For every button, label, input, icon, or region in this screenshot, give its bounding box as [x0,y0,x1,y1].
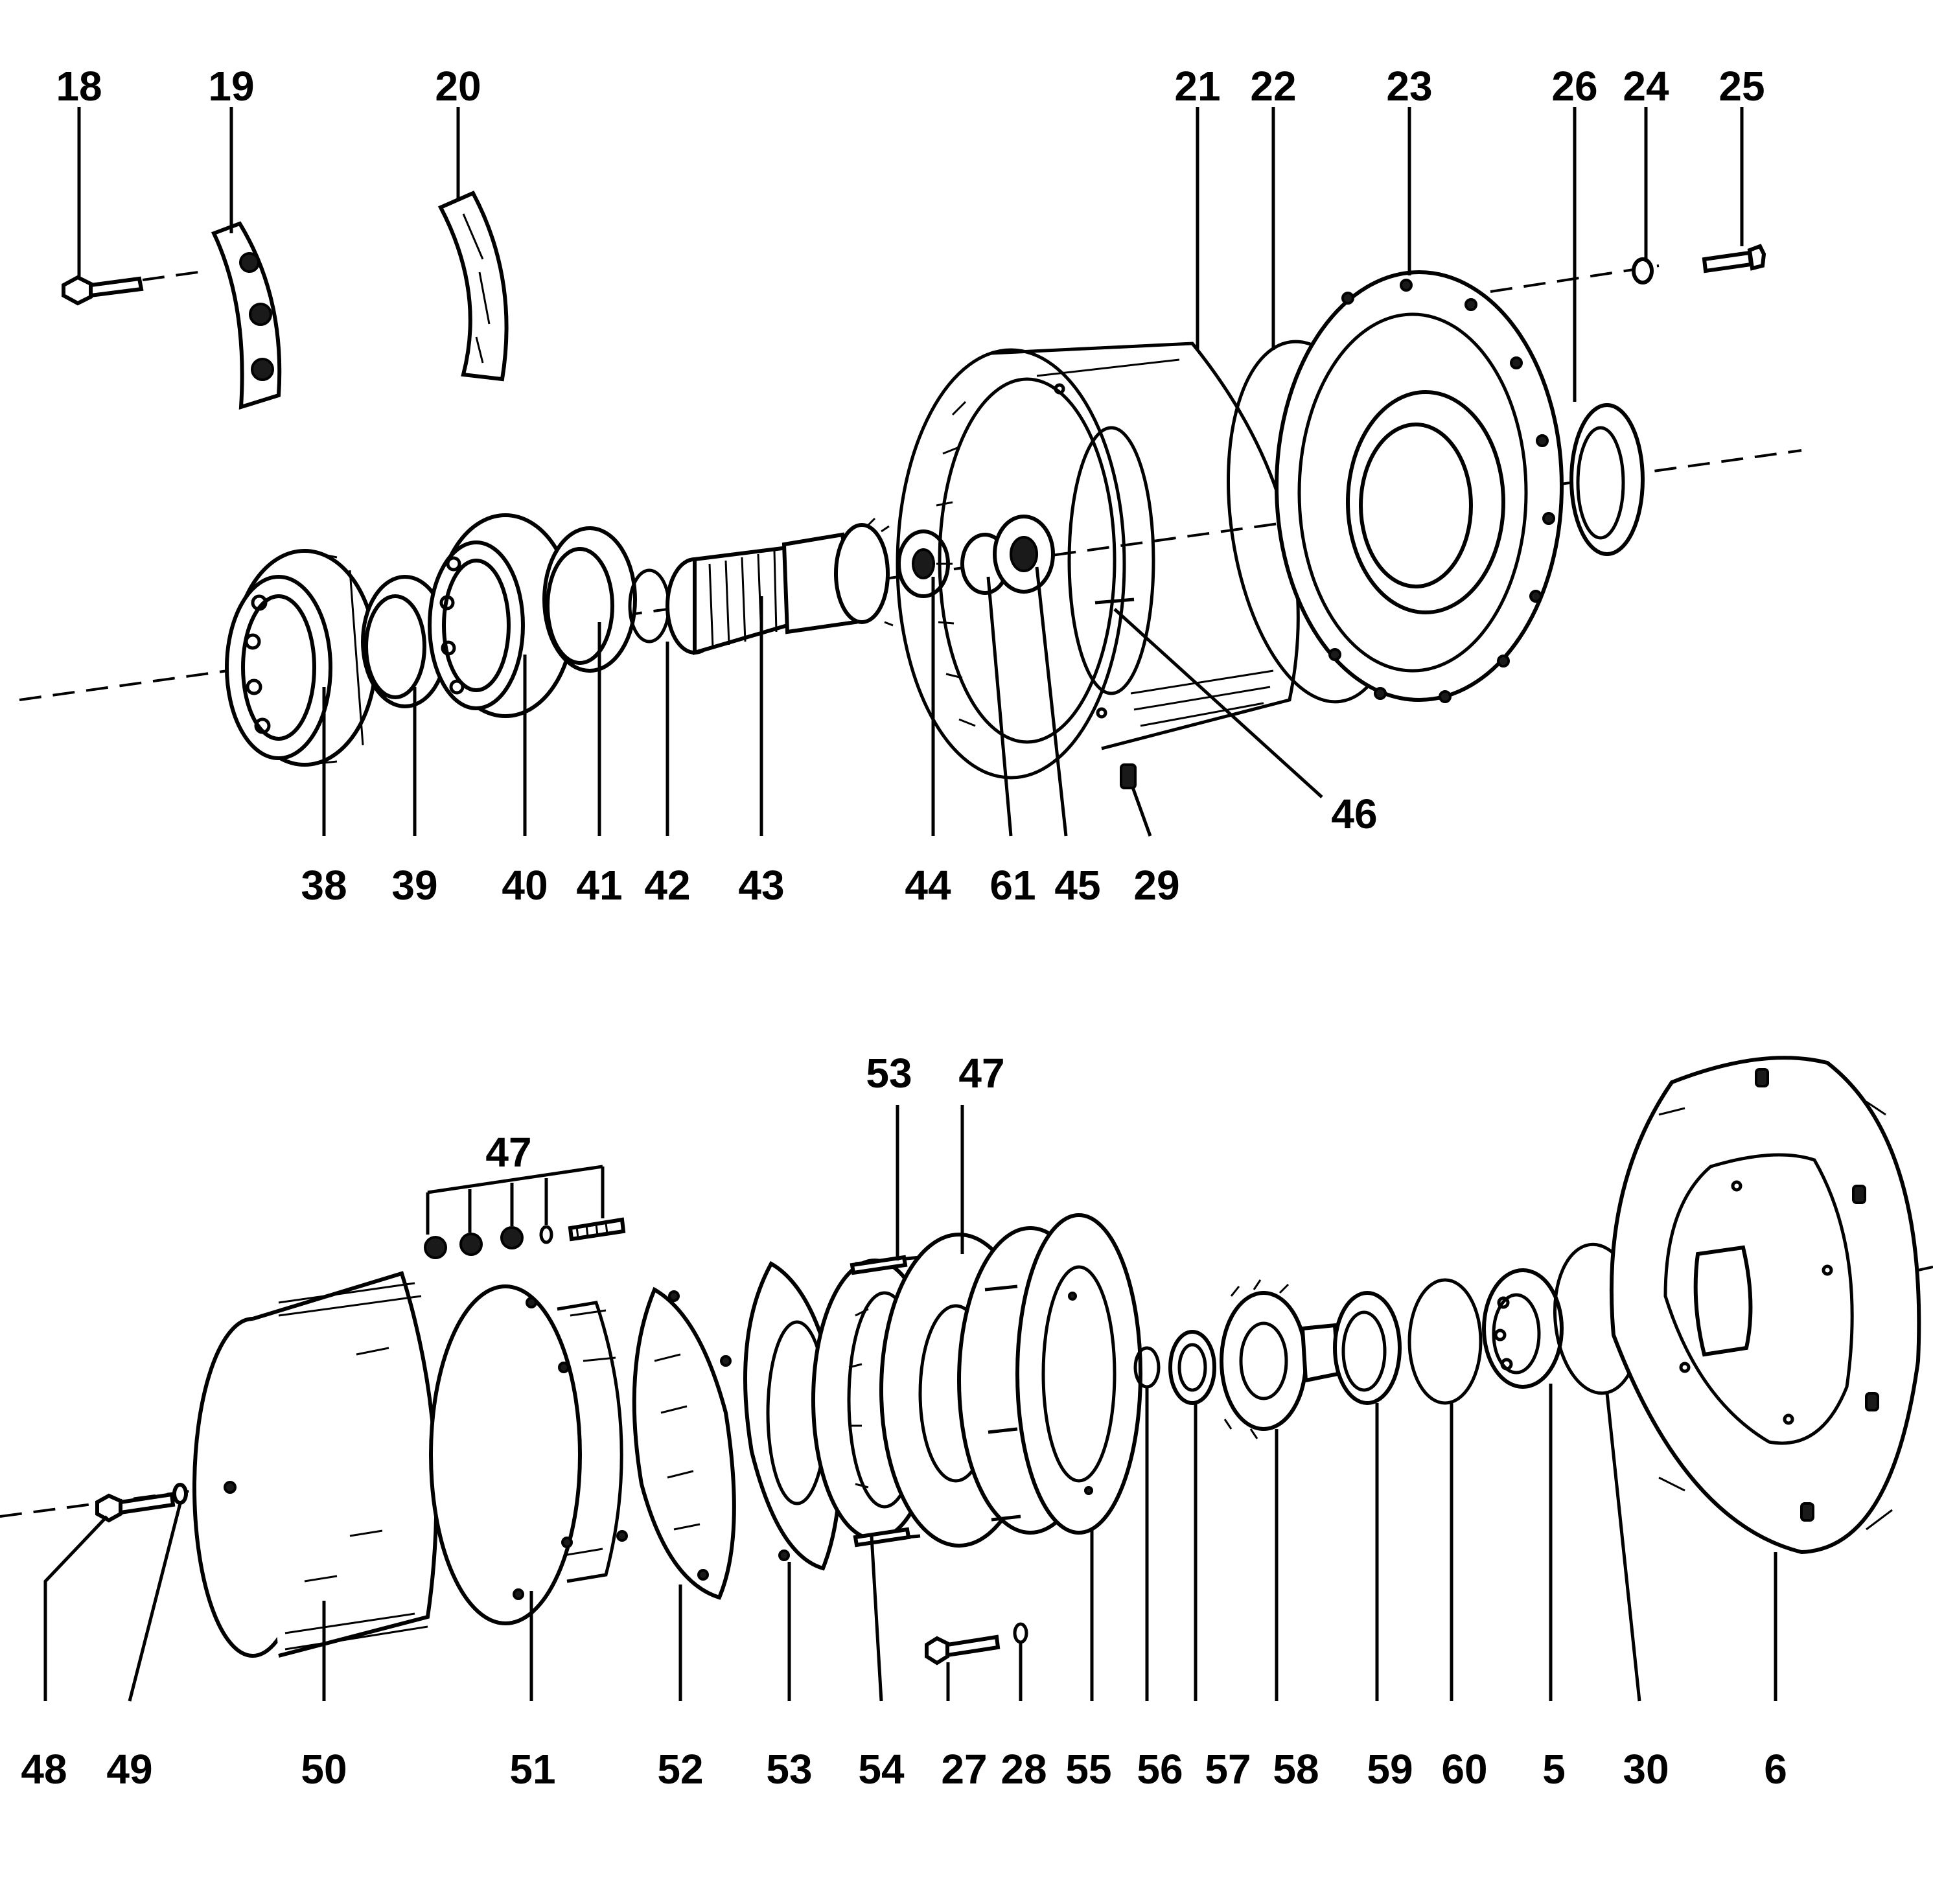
part-53-studs [850,1255,911,1548]
part-51-flange [429,1284,623,1625]
label-30: 30 [1623,1746,1669,1793]
part-28-washer [1013,1622,1028,1644]
label-40: 40 [502,862,548,909]
label-42: 42 [644,862,690,909]
label-24: 24 [1623,63,1669,110]
part-45-gear [993,515,1055,594]
part-6-hub-disc [1609,1056,1921,1555]
label-28: 28 [1001,1746,1047,1793]
label-19: 19 [208,63,254,110]
label-46: 46 [1331,791,1377,837]
label-38: 38 [301,862,347,909]
label-5: 5 [1542,1746,1566,1793]
part-59-ring [1333,1291,1402,1405]
label-52: 52 [657,1746,703,1793]
part-41-ring [542,526,637,673]
part-49-washer [172,1483,188,1505]
label-55: 55 [1065,1746,1111,1793]
part-52-plate [616,1286,736,1600]
label-57: 57 [1205,1746,1251,1793]
upper-assembly [19,191,1802,789]
label-56: 56 [1137,1746,1183,1793]
part-labels: 18 19 20 21 22 23 26 24 25 38 39 40 41 4… [21,63,1787,1793]
part-50-drum [192,1271,439,1658]
part-25-bolt [1702,244,1766,273]
label-6: 6 [1764,1746,1787,1793]
label-29: 29 [1133,862,1179,909]
part-20-lining [437,191,509,382]
label-47-group: 47 [485,1129,531,1176]
label-27: 27 [941,1746,987,1793]
label-22: 22 [1250,63,1296,110]
part-48-bolt [95,1492,176,1523]
label-60: 60 [1441,1746,1487,1793]
part-24-washer [1632,257,1654,284]
label-48: 48 [21,1746,67,1793]
label-50: 50 [301,1746,347,1793]
part-39-ring [361,575,449,708]
label-53-top: 53 [866,1050,912,1097]
label-43: 43 [738,862,784,909]
label-47-top: 47 [958,1050,1004,1097]
label-58: 58 [1273,1746,1319,1793]
part-60-snap-ring [1407,1278,1483,1405]
part-27-bolt [925,1634,1001,1666]
part-58-gear [1220,1279,1341,1439]
label-20: 20 [435,63,481,110]
part-29-plug [1120,763,1137,789]
label-49: 49 [106,1746,152,1793]
label-41: 41 [576,862,622,909]
label-53-bottom: 53 [766,1746,812,1793]
label-25: 25 [1719,63,1765,110]
part-55-disc [1015,1213,1142,1535]
leader-lines [43,107,1777,1702]
label-18: 18 [56,63,102,110]
part-43-shaft [666,517,894,656]
part-19-segment [211,221,282,410]
part-38-bearing [225,549,378,767]
part-5-bearing [1482,1268,1564,1389]
part-47-hardware-set [424,1217,626,1259]
label-59: 59 [1367,1746,1413,1793]
label-39: 39 [391,862,437,909]
label-26: 26 [1551,63,1597,110]
label-61: 61 [990,862,1036,909]
label-45: 45 [1054,862,1100,909]
part-23-hub [1275,270,1564,703]
label-51: 51 [509,1746,555,1793]
lower-main-axis [0,1266,1933,1518]
part-26-seal [1569,403,1645,556]
part-57-washer [1168,1330,1216,1405]
part-40-bearing [428,513,575,718]
label-23: 23 [1386,63,1432,110]
label-44: 44 [905,862,951,909]
lower-assembly [0,1056,1933,1666]
label-54: 54 [858,1746,905,1793]
part-18-bolt [62,275,144,306]
label-21: 21 [1174,63,1220,110]
